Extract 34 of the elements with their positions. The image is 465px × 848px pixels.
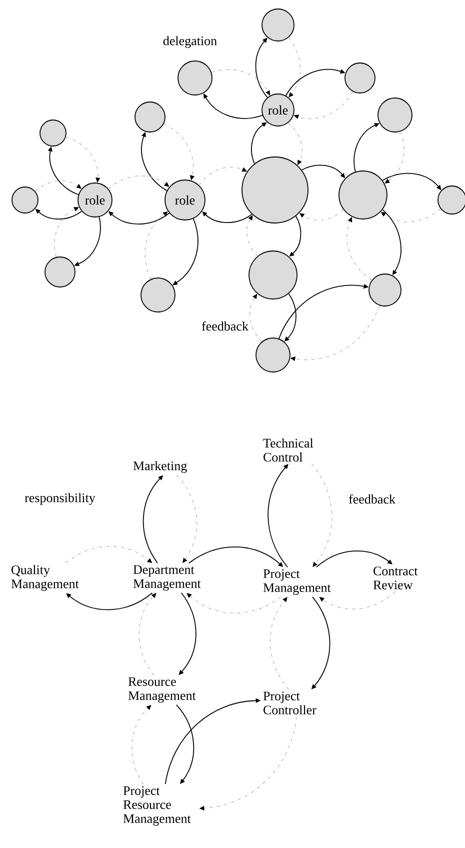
- circle-node: [134, 102, 166, 132]
- circle-node: [256, 338, 290, 372]
- circle-node: [368, 274, 402, 306]
- role-label: Department Management: [133, 565, 201, 591]
- circle-node: [178, 60, 212, 96]
- role-label: Project Resource Management: [123, 786, 191, 826]
- feedback-arrow: [288, 37, 301, 98]
- feedback-arrow: [246, 215, 258, 256]
- circle-node: [248, 250, 298, 300]
- edge-label: responsibility: [24, 492, 96, 506]
- edge-label: feedback: [348, 493, 396, 505]
- circle-node: [40, 120, 66, 146]
- role-label: Contract Review: [373, 566, 418, 590]
- circle-node: [344, 62, 376, 94]
- circle-node: [44, 256, 76, 288]
- edge-label: feedback: [200, 320, 250, 332]
- circle-node: [378, 98, 412, 132]
- circle-node: [338, 170, 388, 220]
- edge-label: delegation: [162, 35, 218, 49]
- arrow: [172, 218, 198, 286]
- role-label: Quality Management: [11, 565, 79, 591]
- role-label: Marketing: [133, 461, 187, 473]
- circle-node: [140, 278, 176, 312]
- role-label: Project Controller: [263, 692, 316, 714]
- circle-node: [262, 8, 294, 42]
- circle-node: [242, 156, 308, 224]
- feedback-arrow: [319, 591, 396, 610]
- role-label: Technical Control: [263, 438, 314, 462]
- circle-node: [12, 186, 38, 214]
- arrow: [66, 592, 153, 610]
- circle-node: [438, 186, 465, 214]
- role-label: Resource Management: [128, 677, 196, 703]
- role-label: Project Management: [263, 569, 331, 595]
- feedback-arrow: [384, 131, 404, 184]
